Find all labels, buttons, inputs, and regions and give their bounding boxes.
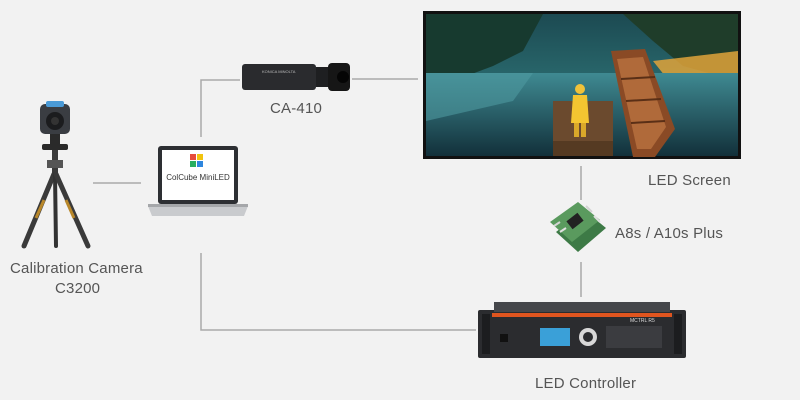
controller-model: MCTRL R5 [630, 318, 655, 324]
camera-label-line1: Calibration Camera [10, 260, 143, 277]
probe-brand: KONICA MINOLTA [262, 69, 296, 74]
controller-label: LED Controller [535, 375, 637, 392]
receiver-label: A8s / A10s Plus [615, 225, 724, 242]
probe-icon [242, 63, 350, 91]
controller-rack-icon [478, 302, 686, 358]
laptop-app-name: ColCube MiniLED [166, 173, 230, 182]
screen-photo-icon [423, 11, 741, 159]
camera-label-line2: C3200 [55, 280, 101, 297]
tripod-camera-icon [21, 101, 91, 249]
receiver-card-icon [550, 202, 606, 252]
laptop-ca410-line [200, 79, 240, 137]
laptop-controller-line [200, 253, 476, 331]
ca410-label: CA-410 [270, 100, 323, 117]
laptop-icon [148, 146, 248, 216]
led-screen-label: LED Screen [648, 172, 731, 189]
